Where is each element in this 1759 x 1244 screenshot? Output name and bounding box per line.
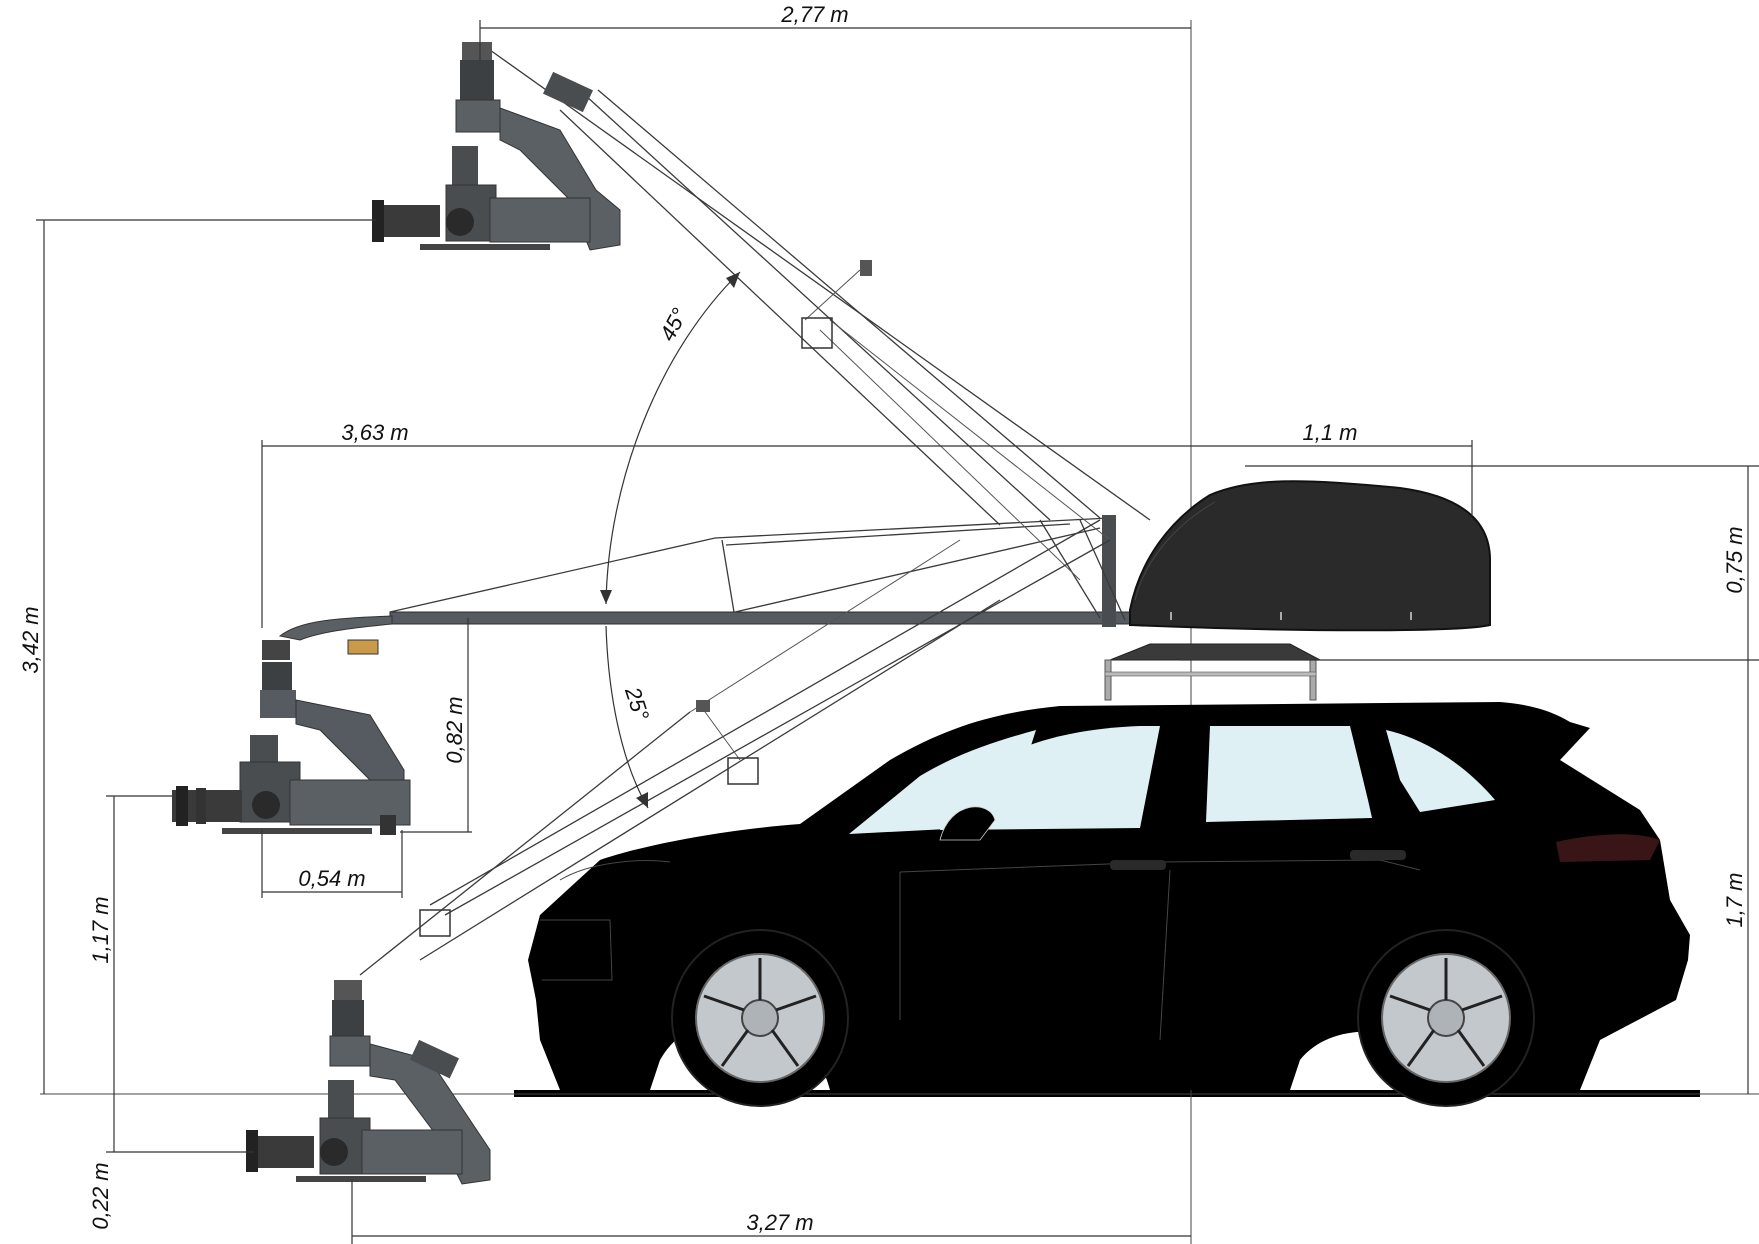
film-camera-icon <box>172 640 411 835</box>
label-car-overhang: 1,1 m <box>1302 420 1357 445</box>
front-window <box>940 726 1160 830</box>
label-angle-down: 25° <box>620 683 654 724</box>
label-horizontal-reach: 3,63 m <box>341 420 408 445</box>
label-max-lens-height: 3,42 m <box>18 606 43 673</box>
rear-window <box>1206 726 1372 822</box>
label-car-height: 1,7 m <box>1722 872 1747 927</box>
crane-arm-lowered <box>359 519 1111 976</box>
dim-low-lens-depth <box>106 1094 254 1153</box>
angle-arc-up <box>600 271 741 605</box>
dim-box-height <box>1180 466 1759 661</box>
dim-horizontal-reach <box>261 440 1191 628</box>
dim-mid-lens-height <box>106 795 172 1094</box>
rear-quarter-window <box>1386 730 1495 812</box>
label-box-height: 0,75 m <box>1722 526 1747 593</box>
label-head-width: 0,54 m <box>298 866 365 891</box>
label-head-drop: 0,82 m <box>442 696 467 763</box>
film-camera-icon <box>246 980 491 1185</box>
dim-head-drop <box>400 618 472 833</box>
crane-arm-horizontal <box>278 515 1131 655</box>
crane-arm-raised <box>489 49 1151 581</box>
dim-max-lens-height <box>36 219 376 1094</box>
alloy-wheel-icon <box>671 929 849 1107</box>
dim-top-reach <box>479 20 1191 60</box>
dim-head-width <box>261 830 403 898</box>
label-angle-up: 45° <box>655 304 693 345</box>
dim-car-overhang <box>1191 440 1759 516</box>
dim-low-reach <box>351 1180 1191 1244</box>
alloy-wheel-icon <box>1357 929 1535 1107</box>
counterweight-box <box>1104 480 1491 701</box>
label-mid-lens-height: 1,17 m <box>88 896 113 963</box>
label-low-lens-depth: 0,22 m <box>88 1162 113 1229</box>
label-top-reach: 2,77 m <box>780 2 848 27</box>
label-low-reach: 3,27 m <box>746 1210 813 1235</box>
angle-arc-down <box>605 625 649 809</box>
film-camera-icon <box>372 42 621 251</box>
